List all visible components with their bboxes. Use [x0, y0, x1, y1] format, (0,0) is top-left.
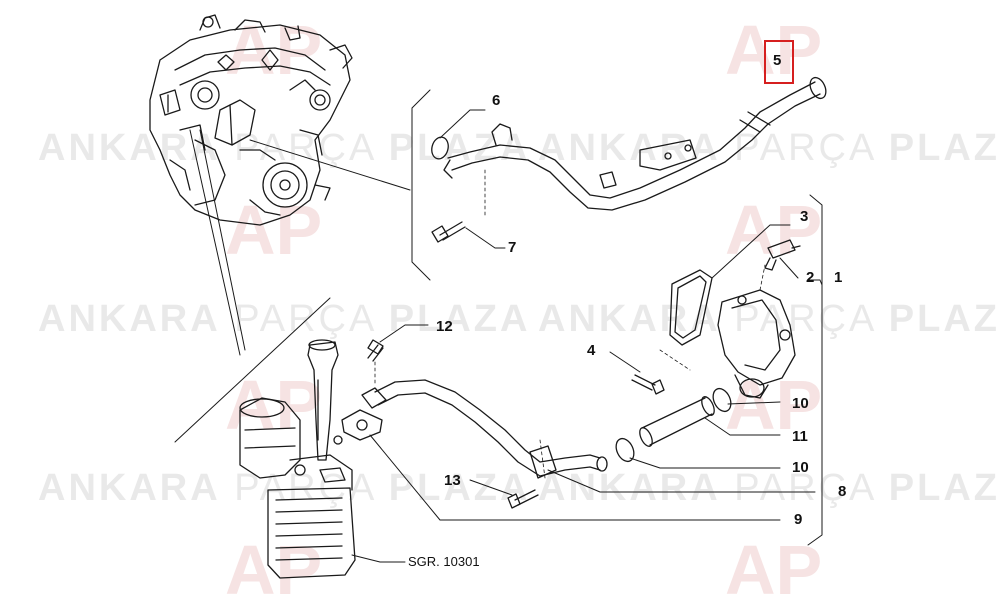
bolt-7 [431, 221, 466, 243]
o-ring-6 [431, 136, 449, 160]
upper-coolant-pipe [443, 76, 827, 211]
leader-6 [439, 109, 486, 139]
leader-3 [711, 224, 791, 279]
engine-leader-lines [189, 129, 411, 356]
bolt-13 [507, 489, 539, 509]
callout-12[interactable]: 12 [436, 318, 453, 335]
watermark-logo-6: AP [725, 366, 823, 444]
watermark-row-1-right: ANKARA PARÇA PLAZA [538, 127, 1000, 169]
leader-12 [379, 324, 429, 343]
gasket-3 [669, 269, 713, 346]
bolt-4 [631, 374, 665, 395]
thermostat-housing [717, 289, 796, 399]
oil-cooler-assembly [239, 339, 356, 579]
clamp-10-lower [615, 437, 635, 463]
leader-10-upper [727, 401, 781, 405]
section-brackets [174, 89, 823, 546]
leader-11 [704, 417, 781, 436]
hose-11 [639, 396, 715, 447]
callout-10-lower[interactable]: 10 [792, 459, 809, 476]
gasket-9 [341, 409, 383, 441]
callout-11[interactable]: 11 [792, 428, 808, 445]
lower-coolant-pipe [361, 379, 608, 479]
watermark-logo-7: AP [225, 531, 323, 609]
highlight-box-part-5 [764, 40, 794, 84]
leader-10-lower [629, 457, 781, 469]
leader-1 [807, 279, 823, 286]
leader-2 [779, 257, 799, 279]
leader-ref [351, 554, 406, 563]
watermark-row-3-left: ANKARA PARÇA PLAZA [38, 467, 531, 509]
leader-8 [547, 469, 816, 493]
watermark-logo-2: AP [725, 11, 823, 89]
watermark-row-3-right: ANKARA PARÇA PLAZA [538, 467, 1000, 509]
engine-illustration [149, 14, 353, 226]
watermark-row-2-right: ANKARA PARÇA PLAZA [538, 298, 1000, 340]
callout-13[interactable]: 13 [444, 472, 461, 489]
clamp-10-upper [712, 387, 732, 413]
leader-13 [469, 479, 513, 496]
watermark-logo-4: AP [725, 191, 823, 269]
sensor-2 [764, 239, 801, 271]
watermark-logo-8: AP [725, 531, 823, 609]
callout-5[interactable]: 5 [773, 52, 782, 69]
callout-10-upper[interactable]: 10 [792, 395, 809, 412]
leader-4 [609, 351, 641, 373]
callout-3[interactable]: 3 [800, 208, 809, 225]
diagram-reference: SGR. 10301 [408, 554, 480, 569]
dash-lower [374, 361, 546, 479]
dash-housing [659, 264, 766, 371]
watermark-row-2-left: ANKARA PARÇA PLAZA [38, 298, 531, 340]
callout-9[interactable]: 9 [794, 511, 803, 528]
callout-7[interactable]: 7 [508, 239, 517, 256]
callout-8[interactable]: 8 [838, 483, 847, 500]
bolt-12 [367, 339, 384, 362]
leader-7 [465, 227, 506, 249]
leader-9 [369, 434, 781, 521]
callout-1[interactable]: 1 [834, 269, 843, 286]
callout-6[interactable]: 6 [492, 92, 501, 109]
callout-2[interactable]: 2 [806, 269, 815, 286]
callout-4[interactable]: 4 [587, 342, 596, 359]
